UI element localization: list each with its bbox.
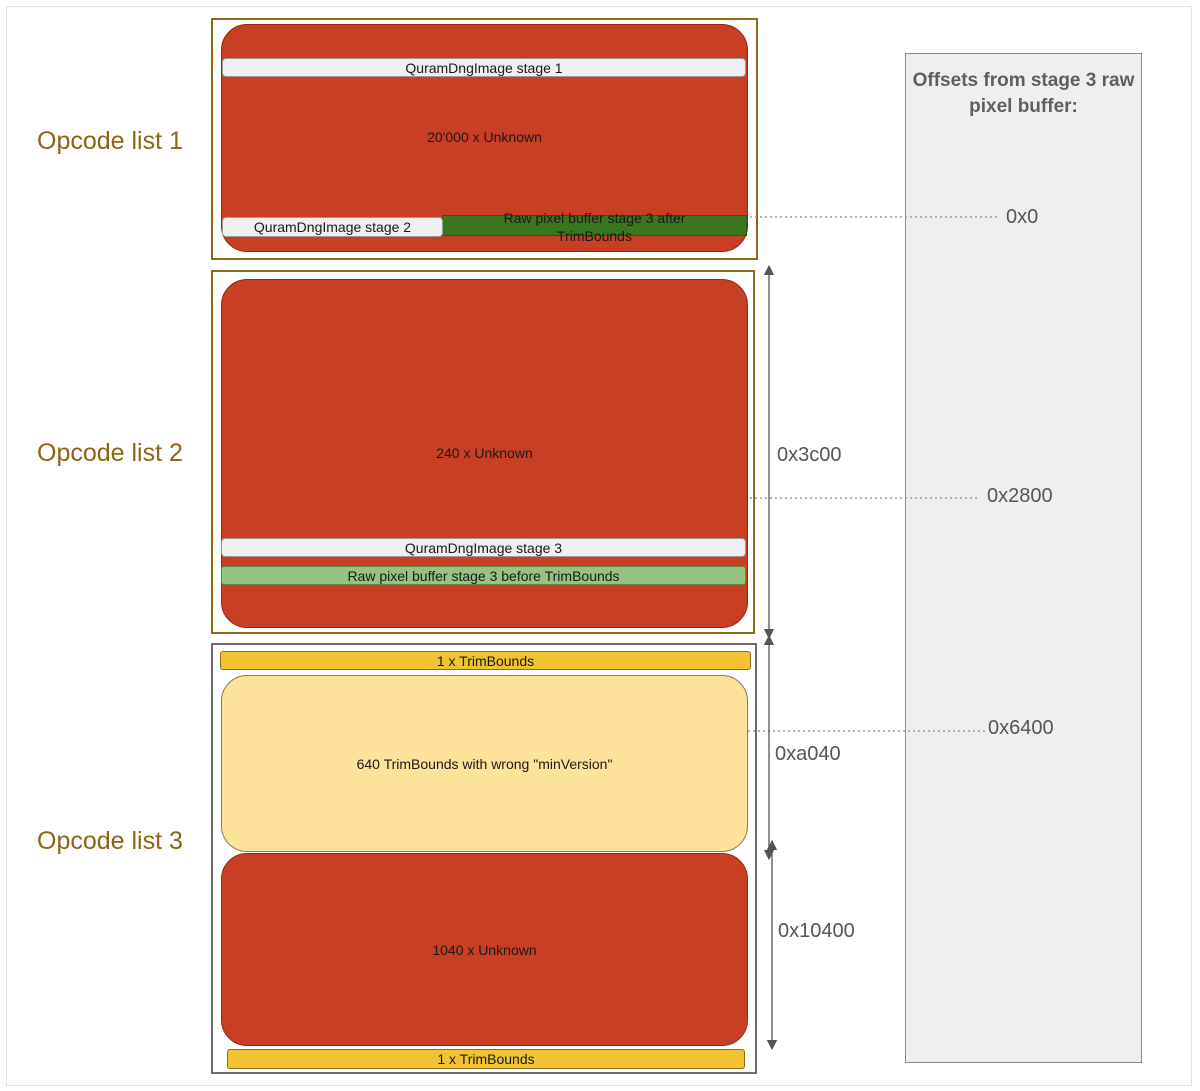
quram-stage-1-bar: QuramDngImage stage 1 [222, 58, 746, 77]
raw-buffer-after-trim-label: Raw pixel buffer stage 3 after TrimBound… [503, 210, 686, 244]
trimbounds-top-bar: 1 x TrimBounds [220, 651, 751, 670]
quram-stage-2-bar: QuramDngImage stage 2 [222, 217, 443, 237]
quram-stage-3-bar: QuramDngImage stage 3 [221, 538, 746, 557]
opcode-list-3-label: Opcode list 3 [37, 827, 183, 855]
offset-0x0: 0x0 [1006, 206, 1039, 228]
opcode-list-3-box [211, 643, 757, 1074]
opcode-list-1-label: Opcode list 1 [37, 127, 183, 155]
offsets-panel: Offsets from stage 3 raw pixel buffer: [905, 53, 1142, 1063]
list3-block-label: 1040 x Unknown [432, 942, 537, 958]
raw-buffer-before-trim-bar: Raw pixel buffer stage 3 before TrimBoun… [221, 566, 746, 585]
list2-block-label: 240 x Unknown [436, 445, 533, 461]
offset-0x2800: 0x2800 [987, 485, 1053, 507]
size-label-0xa040: 0xa040 [775, 743, 841, 765]
offsets-panel-title: Offsets from stage 3 raw pixel buffer: [912, 70, 1135, 117]
opcode-list-2-label: Opcode list 2 [37, 439, 183, 467]
opcode-list-2-box [211, 270, 755, 634]
wrong-minversion-label: 640 TrimBounds with wrong "minVersion" [356, 756, 613, 772]
size-label-0x10400: 0x10400 [778, 920, 855, 942]
list1-block-label: 20'000 x Unknown [427, 129, 542, 145]
wrong-minversion-block [221, 675, 748, 852]
diagram-frame [6, 6, 1192, 1086]
raw-buffer-after-trim-bar: Raw pixel buffer stage 3 after TrimBound… [442, 210, 747, 244]
opcode-list-1-box [211, 18, 758, 260]
trimbounds-bottom-bar: 1 x TrimBounds [227, 1049, 745, 1069]
offset-0x6400: 0x6400 [988, 717, 1054, 739]
size-label-0x3c00: 0x3c00 [777, 444, 842, 466]
list3-unknown-block [221, 853, 748, 1046]
